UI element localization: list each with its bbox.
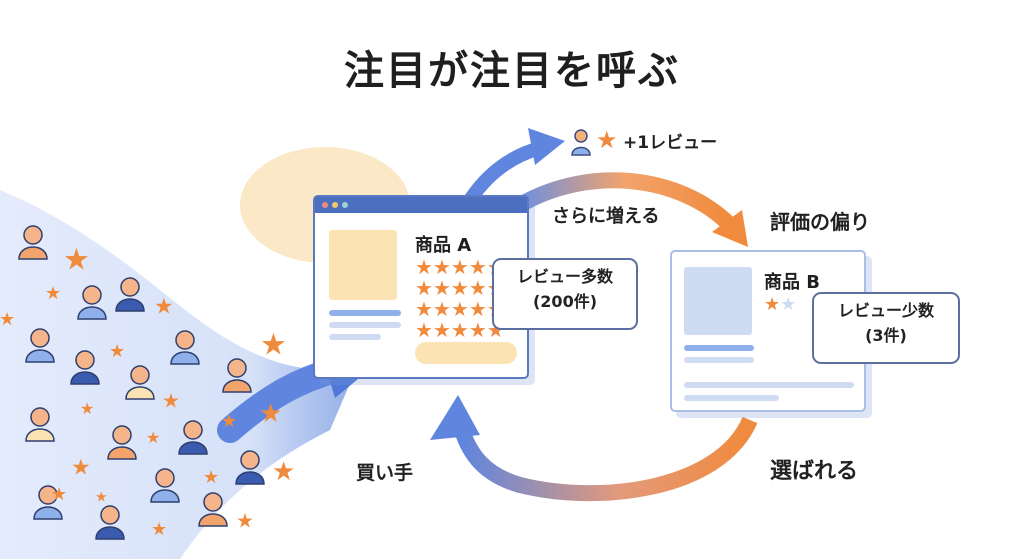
star-icon: ★ <box>80 399 94 418</box>
top-right-arrow-head <box>712 210 748 247</box>
loop-arrow <box>454 416 758 502</box>
label-rating-bias: 評価の偏り <box>770 210 870 234</box>
star-icon: ★ <box>203 467 219 488</box>
star-icon: ★ <box>154 294 174 319</box>
loop-arrow-head <box>430 395 480 440</box>
rating-star-icon: ★ <box>764 294 781 315</box>
rating-star-icon: ★ <box>468 276 487 300</box>
person-icon <box>25 407 55 442</box>
star-icon: ★ <box>260 328 287 363</box>
person-icon <box>115 277 145 312</box>
review-star: ★ <box>596 126 618 154</box>
star-icon: ★ <box>236 509 254 533</box>
label-plus-review: +1レビュー <box>623 133 718 153</box>
rating-star-icon: ★ <box>432 255 451 279</box>
product-b-line-2 <box>684 357 754 363</box>
rating-star-icon: ★ <box>450 297 469 321</box>
person-icon <box>170 330 200 365</box>
product-a-buy-button[interactable] <box>415 342 517 364</box>
star-icon: ★ <box>63 243 90 278</box>
label-more-reviews: さらに増える <box>552 206 660 227</box>
up-arrow-head <box>528 128 565 165</box>
product-a-titlebar <box>315 197 527 213</box>
star-icon: ★ <box>162 389 180 413</box>
product-a-line-1 <box>329 310 401 316</box>
person-icon <box>150 468 180 503</box>
page-title: 注目が注目を呼ぶ <box>344 48 680 94</box>
rating-star-icon: ★ <box>415 297 433 321</box>
product-a-card[interactable]: 商品 A ★★★★★★★★★★★★★★★★★★★★ <box>313 195 529 379</box>
product-a-bubble-line2: (200件) <box>532 292 598 311</box>
person-icon <box>33 485 63 520</box>
rating-star-icon: ★ <box>450 255 469 279</box>
person-icon <box>77 285 107 320</box>
window-dot-teal <box>342 202 348 208</box>
person-icon <box>125 365 155 400</box>
product-b-image <box>684 267 752 335</box>
person-icon <box>235 450 265 485</box>
product-b-bubble-line2: (3件) <box>865 326 907 345</box>
person-icon <box>25 328 55 363</box>
product-b-stars: ★★ <box>764 295 824 315</box>
person-icon <box>198 492 228 527</box>
rating-star-icon: ★ <box>468 318 487 342</box>
star-icon: ★ <box>95 489 108 505</box>
rating-star-icon: ★ <box>450 318 469 342</box>
label-buyers: 買い手 <box>356 462 414 484</box>
window-dot-red <box>322 202 328 208</box>
empty-star-icon: ★ <box>780 294 797 315</box>
star-icon: ★ <box>151 519 167 540</box>
product-b-name: 商品 B <box>764 272 820 293</box>
person-icon <box>222 358 252 393</box>
product-b-review-bubble: レビュー少数 (3件) <box>812 292 960 364</box>
rating-star-icon: ★ <box>415 255 433 279</box>
review-user-body <box>571 146 591 156</box>
rating-star-icon: ★ <box>432 276 451 300</box>
rating-star-icon: ★ <box>432 297 451 321</box>
star-icon: ★ <box>259 399 282 429</box>
product-a-review-bubble: レビュー多数 (200件) <box>492 258 638 330</box>
rating-star-icon: ★ <box>468 297 487 321</box>
rating-star-icon: ★ <box>468 255 487 279</box>
star-icon: ★ <box>51 484 67 505</box>
rating-star-icon: ★ <box>415 276 433 300</box>
person-icon <box>178 420 208 455</box>
product-a-image <box>329 230 397 300</box>
product-b-line-1 <box>684 345 754 351</box>
star-icon: ★ <box>146 428 160 447</box>
product-a-bubble-line1: レビュー多数 <box>516 267 613 286</box>
product-b-line-4 <box>684 395 779 401</box>
star-icon: ★ <box>221 411 237 432</box>
top-right-arrow <box>516 172 736 231</box>
star-icon: ★ <box>272 457 295 487</box>
product-b-bubble-line1: レビュー少数 <box>837 301 934 320</box>
person-icon <box>95 505 125 540</box>
star-icon: ★ <box>0 309 15 330</box>
rating-star-icon: ★ <box>415 318 433 342</box>
crowd-wave <box>0 190 360 559</box>
person-icon <box>18 225 48 260</box>
crowd-group: ★★★★★★★★★★★★★★★★★★ <box>0 225 295 540</box>
rating-star-icon: ★ <box>450 276 469 300</box>
review-user-head <box>574 129 588 143</box>
window-dot-yellow <box>332 202 338 208</box>
person-icon <box>70 350 100 385</box>
product-b-line-3 <box>684 382 854 388</box>
person-icon <box>107 425 137 460</box>
star-icon: ★ <box>109 341 125 362</box>
product-a-line-3 <box>329 334 381 340</box>
star-icon: ★ <box>71 455 91 480</box>
product-a-name: 商品 A <box>415 235 472 256</box>
rating-star-icon: ★ <box>432 318 451 342</box>
label-chosen: 選ばれる <box>770 459 859 484</box>
star-icon: ★ <box>45 283 61 304</box>
product-a-line-2 <box>329 322 401 328</box>
